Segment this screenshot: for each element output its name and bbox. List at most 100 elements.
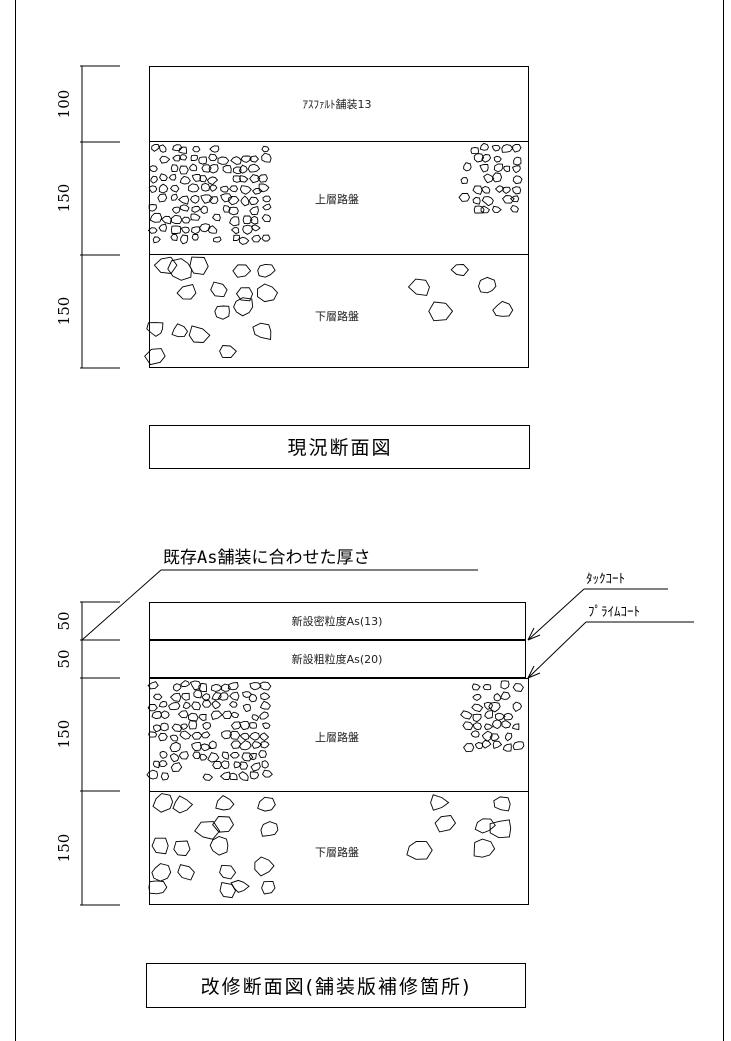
aggregate-stone	[172, 795, 194, 814]
repair-section-title: 改修断面図(舗装版補修箇所)	[201, 976, 472, 998]
aggregate-stone	[257, 174, 269, 183]
aggregate-stone	[169, 692, 182, 702]
repair-coarse-asphalt-thickness: 50	[55, 649, 73, 668]
aggregate-stone	[210, 684, 223, 692]
aggregate-stone	[238, 164, 248, 174]
aggregate-stone	[171, 206, 181, 214]
aggregate-stone	[474, 742, 484, 750]
aggregate-stone	[480, 205, 491, 214]
aggregate-stone	[492, 172, 503, 183]
aggregate-stone	[230, 721, 242, 730]
aggregate-stone	[249, 722, 258, 729]
existing-upper-base-thickness: 150	[55, 184, 73, 213]
aggregate-stone	[511, 186, 522, 195]
aggregate-stone	[482, 684, 492, 691]
existing-lower-base-texture-right	[407, 264, 514, 322]
aggregate-stone	[513, 156, 522, 166]
aggregate-stone	[152, 236, 161, 244]
aggregate-stone	[504, 732, 513, 742]
aggregate-stone	[239, 761, 249, 770]
aggregate-stone	[458, 193, 471, 202]
aggregate-stone	[180, 216, 191, 224]
aggregate-stone	[494, 712, 506, 721]
aggregate-stone	[261, 152, 272, 163]
aggregate-stone	[252, 322, 272, 341]
tack-coat-arrowhead	[527, 627, 541, 641]
aggregate-stone	[460, 710, 473, 720]
aggregate-stone	[176, 283, 197, 300]
aggregate-stone	[511, 723, 520, 731]
aggregate-stone	[479, 142, 490, 151]
aggregate-stone	[152, 724, 162, 733]
aggregate-stone	[260, 692, 271, 701]
aggregate-stone	[249, 771, 260, 780]
aggregate-stone	[510, 204, 519, 213]
aggregate-stone	[249, 682, 262, 691]
aggregate-stone	[406, 841, 433, 860]
aggregate-stone	[242, 215, 253, 225]
aggregate-stone	[179, 165, 189, 175]
aggregate-stone	[483, 723, 494, 730]
aggregate-stone	[170, 184, 180, 193]
aggregate-stone	[170, 193, 179, 201]
aggregate-stone	[478, 276, 497, 294]
repair-dense-asphalt-thickness: 50	[55, 611, 73, 630]
aggregate-stone	[178, 751, 189, 760]
repair-section-title-box	[146, 963, 526, 1008]
aggregate-stone	[180, 234, 189, 245]
aggregate-stone	[248, 753, 257, 761]
aggregate-stone	[157, 732, 168, 742]
aggregate-stone	[191, 731, 203, 740]
aggregate-stone	[248, 731, 260, 741]
repair-lower-base-texture-right	[406, 794, 512, 860]
aggregate-stone	[251, 234, 262, 243]
aggregate-stone	[491, 144, 501, 152]
aggregate-stone	[247, 163, 261, 173]
aggregate-stone	[148, 880, 168, 895]
aggregate-stone	[230, 879, 250, 893]
aggregate-stone	[235, 287, 254, 302]
aggregate-stone	[206, 176, 219, 186]
aggregate-stone	[198, 682, 208, 693]
repair-dense-asphalt-label: 新設密粒度As(13)	[292, 614, 383, 628]
aggregate-stone	[219, 345, 237, 358]
aggregate-stone	[193, 689, 203, 699]
aggregate-stone	[173, 840, 191, 857]
aggregate-stone	[257, 263, 276, 278]
aggregate-stone	[481, 186, 491, 194]
existing-upper-base-label: 上層路盤	[315, 193, 359, 206]
aggregate-stone	[199, 753, 208, 761]
aggregate-stone	[240, 195, 250, 207]
aggregate-stone	[238, 771, 249, 781]
aggregate-stone	[219, 881, 237, 899]
aggregate-stone	[239, 732, 250, 741]
aggregate-stone	[151, 711, 162, 720]
aggregate-stone	[168, 702, 181, 711]
aggregate-stone	[215, 795, 235, 811]
aggregate-stone	[210, 710, 223, 720]
aggregate-stone	[180, 680, 191, 688]
aggregate-stone	[503, 165, 511, 173]
aggregate-stone	[221, 730, 233, 740]
aggregate-stone	[153, 256, 178, 274]
aggregate-stone	[262, 195, 272, 203]
existing-lower-base-thickness: 150	[55, 297, 73, 326]
aggregate-stone	[160, 215, 172, 225]
aggregate-stone	[211, 700, 221, 710]
aggregate-stone	[198, 714, 207, 721]
aggregate-stone	[148, 204, 157, 212]
repair-coarse-asphalt-label: 新設粗粒度As(20)	[292, 652, 383, 666]
aggregate-stone	[502, 712, 514, 721]
aggregate-stone	[194, 821, 221, 840]
aggregate-stone	[473, 152, 485, 163]
aggregate-stone	[202, 773, 214, 781]
existing-section-title-box	[149, 425, 530, 469]
aggregate-stone	[148, 731, 158, 738]
aggregate-stone	[170, 762, 183, 772]
aggregate-stone	[242, 703, 251, 713]
aggregate-stone	[190, 213, 201, 221]
aggregate-stone	[462, 721, 474, 731]
aggregate-stone	[181, 692, 190, 701]
aggregate-stone	[191, 174, 202, 182]
aggregate-stone	[212, 816, 235, 833]
